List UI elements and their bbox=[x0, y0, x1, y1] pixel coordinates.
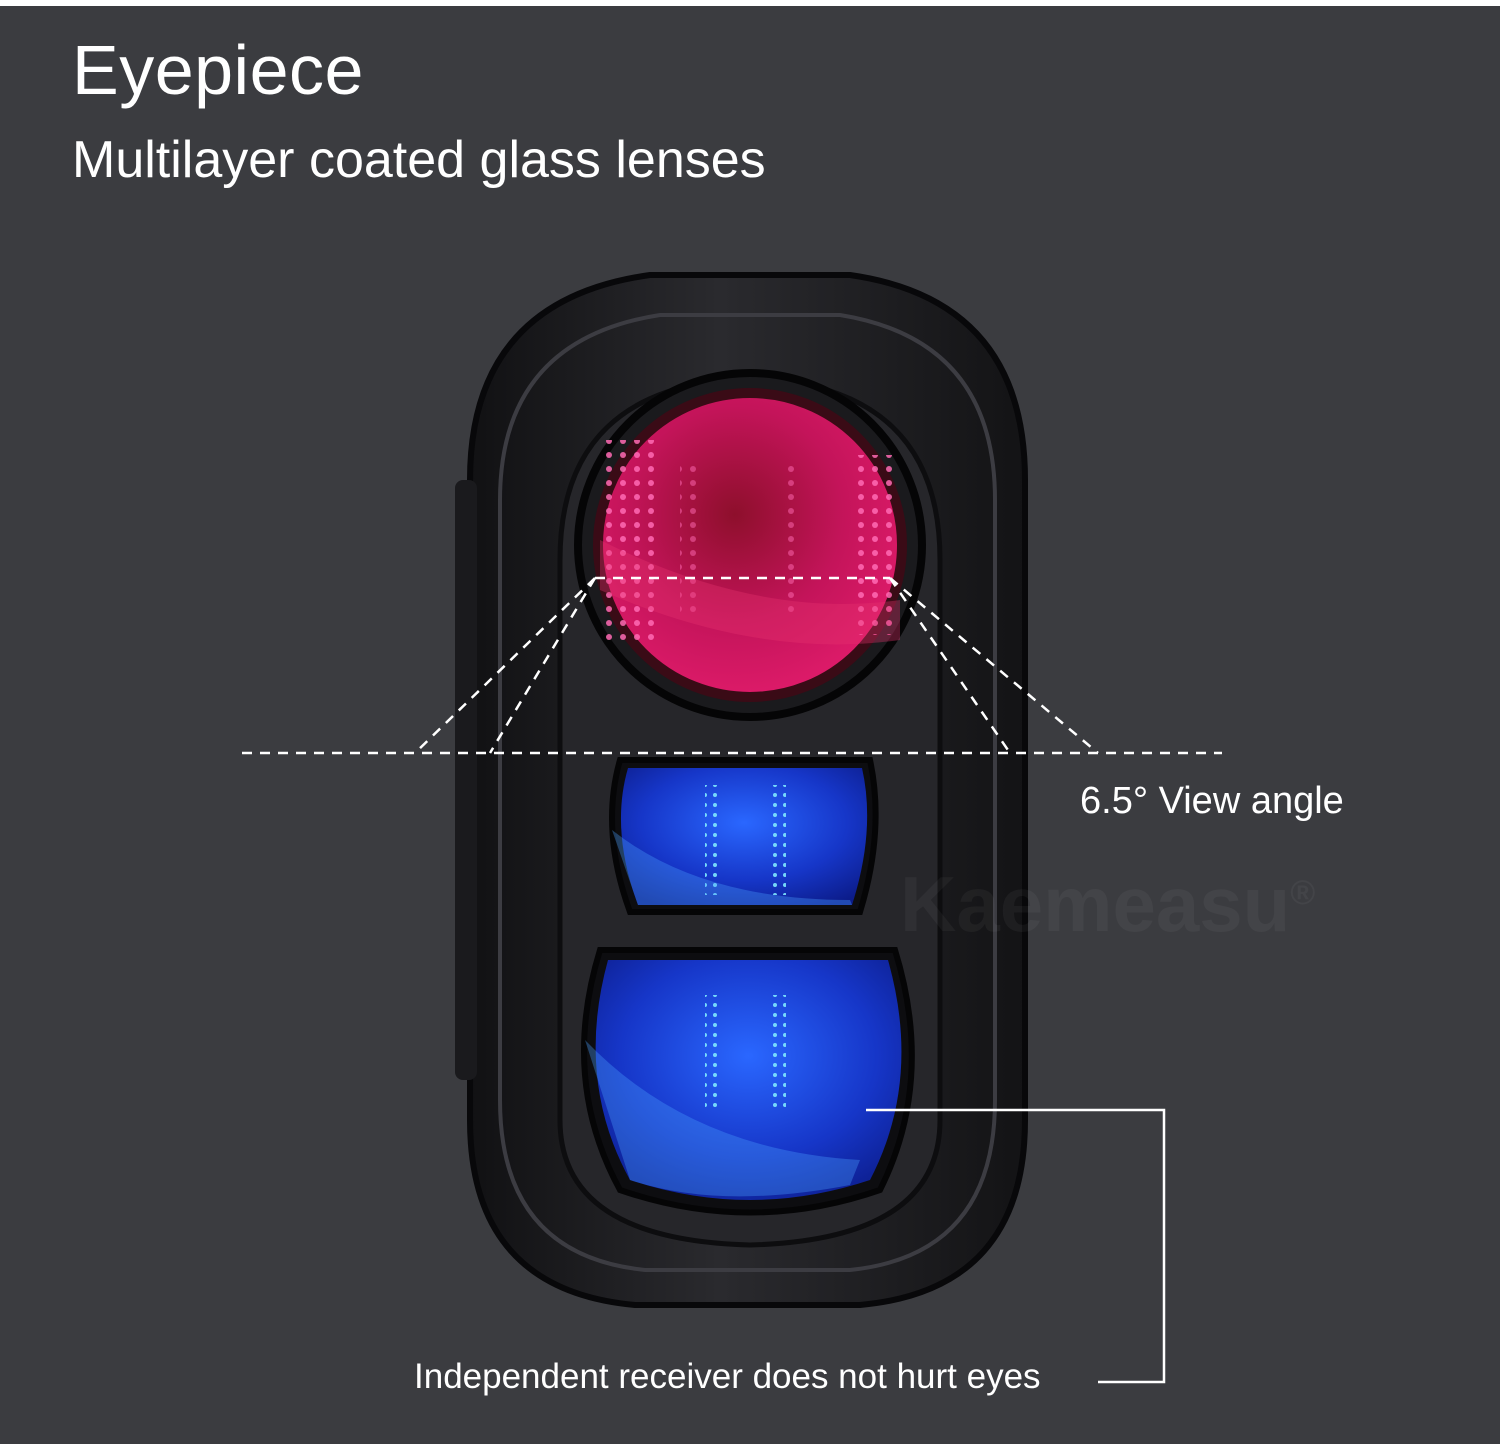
top-strip bbox=[0, 0, 1500, 6]
view-angle-label: 6.5° View angle bbox=[1080, 780, 1344, 822]
receiver-lens bbox=[581, 947, 915, 1216]
receiver-leader-line bbox=[866, 1108, 1166, 1384]
brand-watermark: Kaemeasu® bbox=[900, 848, 1315, 949]
view-angle-lines bbox=[242, 576, 1222, 755]
page-subtitle: Multilayer coated glass lenses bbox=[72, 131, 766, 189]
emitter-lens bbox=[574, 369, 926, 721]
page-title: Eyepiece bbox=[72, 31, 364, 109]
receiver-label: Independent receiver does not hurt eyes bbox=[414, 1357, 1041, 1396]
receiver-window-middle bbox=[609, 757, 879, 915]
